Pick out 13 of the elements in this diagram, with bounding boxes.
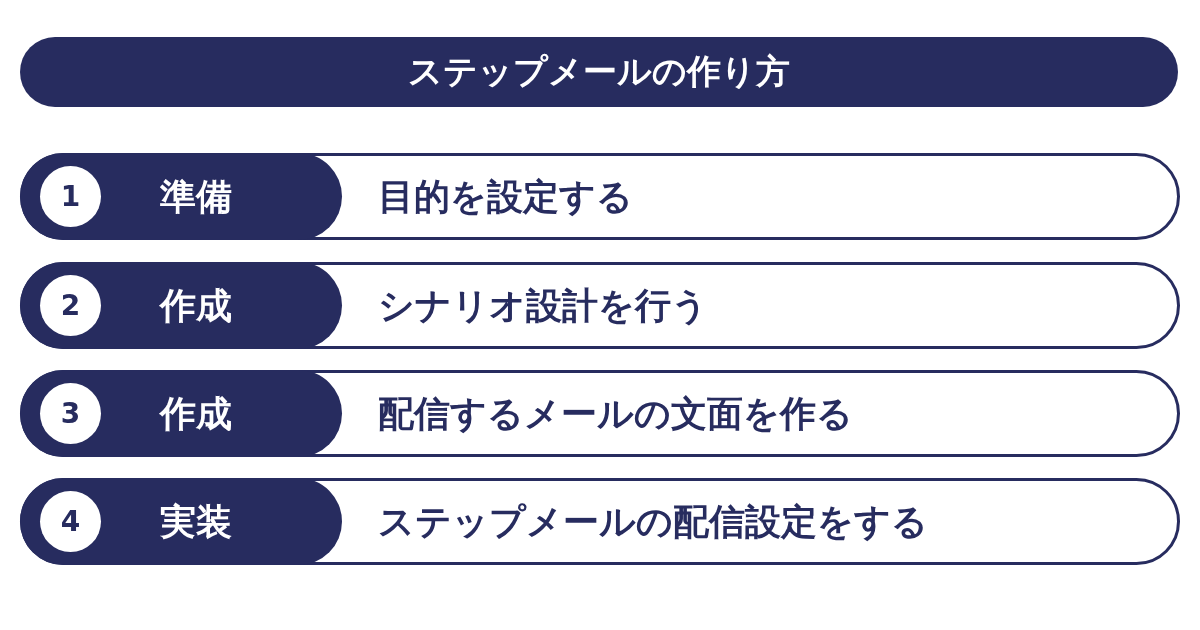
step-description: ステップメールの配信設定をする xyxy=(378,500,928,544)
step-label: 準備 xyxy=(160,175,232,219)
step-label: 作成 xyxy=(160,284,232,328)
step-number-circle: 4 xyxy=(40,491,101,552)
step-number-circle: 1 xyxy=(40,166,101,227)
step-number-circle: 2 xyxy=(40,275,101,336)
step-number-circle: 3 xyxy=(40,383,101,444)
step-label: 実装 xyxy=(160,500,232,544)
step-label: 作成 xyxy=(160,392,232,436)
step-description: 目的を設定する xyxy=(378,175,633,219)
step-description: シナリオ設計を行う xyxy=(378,284,708,328)
step-description: 配信するメールの文面を作る xyxy=(378,392,853,436)
title-banner: ステップメールの作り方 xyxy=(20,37,1178,107)
